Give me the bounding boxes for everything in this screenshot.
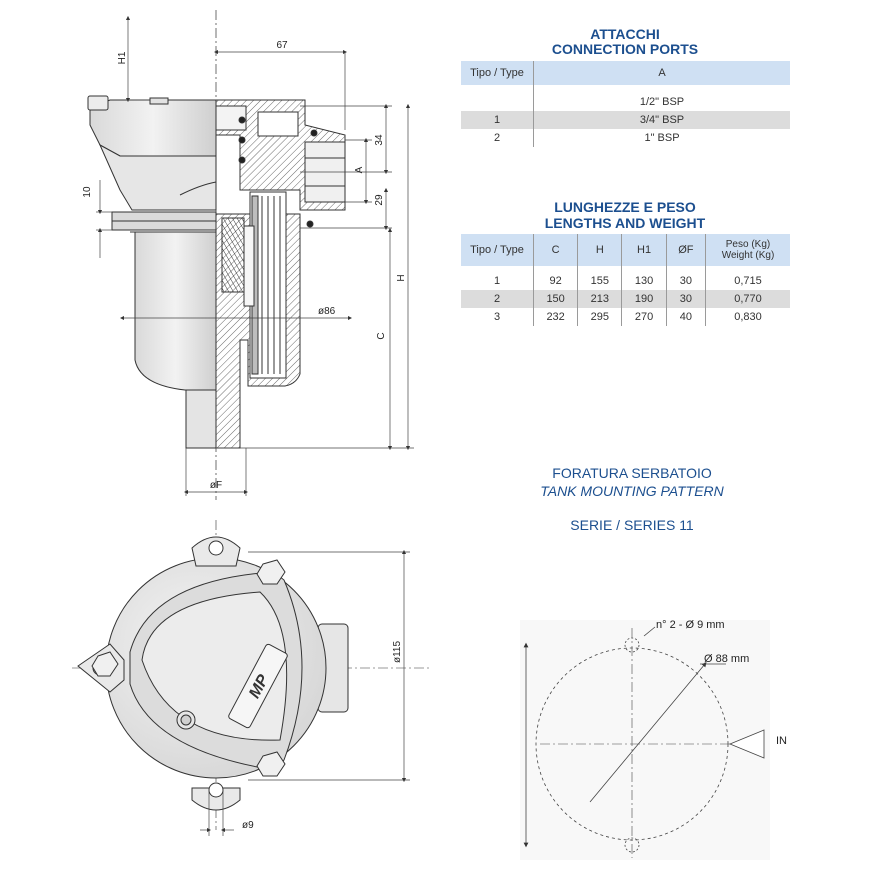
diameter-label: Ø 88 mm [704, 653, 749, 665]
weights-cell: 92 [532, 272, 578, 290]
table-row: 1 92 155 130 30 0,715 [461, 272, 790, 290]
weights-header-c: C [532, 234, 578, 266]
weights-cell: 3 [493, 311, 501, 323]
table-row: 1 3/4" BSP [461, 111, 790, 129]
ports-cell [461, 93, 534, 111]
connection-ports-table: Tipo / Type A 1/2" BSP 1 3/4" BSP 2 1" B… [461, 61, 790, 147]
dim-34-label: 34 [374, 134, 385, 146]
weights-cell: 0,830 [705, 308, 790, 326]
table-row: 2 1" BSP [461, 129, 790, 147]
weights-title-it: LUNGHEZZE E PESO [554, 199, 696, 215]
ports-cell: 3/4" BSP [533, 111, 790, 129]
hole-label: n° 2 - Ø 9 mm [656, 619, 725, 631]
weights-cell: 213 [577, 290, 622, 308]
dim-a-label: A [354, 166, 365, 173]
ports-cell: 1 [461, 111, 534, 129]
ports-cell: 1" BSP [533, 129, 790, 147]
weights-header-h1: H1 [621, 234, 667, 266]
weights-cell: 40 [665, 308, 706, 326]
side-view [87, 10, 346, 500]
ports-header-type: Tipo / Type [461, 61, 534, 85]
weights-header-peso: Peso (Kg) [725, 239, 771, 250]
weights-header-weight: Peso (Kg) Weight (Kg) [705, 234, 790, 266]
dim-f-label: øF [210, 480, 222, 491]
dim-115-label: ø115 [392, 641, 403, 663]
series-label: SERIE / SERIES 11 [570, 517, 694, 533]
dim-67-label: 67 [276, 40, 288, 51]
weights-cell: 30 [665, 272, 706, 290]
dim-9-label: ø9 [242, 820, 254, 831]
inlet-label: IN [776, 735, 787, 747]
table-row: 3 232 295 270 40 0,830 [461, 308, 790, 326]
mounting-title-it: FORATURA SERBATOIO [552, 465, 712, 481]
weights-cell: 232 [532, 308, 578, 326]
dim-86-label: ø86 [318, 306, 336, 317]
dim-h1-label: H1 [117, 51, 128, 64]
mounting-pattern [520, 620, 770, 860]
weights-cell: 130 [621, 272, 667, 290]
weights-cell: 1 [493, 275, 501, 287]
ports-cell: 1/2" BSP [533, 93, 790, 111]
side-view-dimensions [96, 15, 414, 496]
weights-cell: 30 [665, 290, 706, 308]
weights-header-h: H [577, 234, 622, 266]
mounting-title-en: TANK MOUNTING PATTERN [540, 483, 724, 499]
top-view: MP [72, 520, 430, 830]
weights-header-f: ØF [665, 234, 706, 266]
dim-h-label: H [396, 274, 407, 281]
weights-cell: 190 [621, 290, 667, 308]
table-row: 2 150 213 190 30 0,770 [461, 290, 790, 308]
top-view-dimensions [200, 549, 410, 836]
weights-title-en: LENGTHS AND WEIGHT [545, 215, 706, 231]
weights-header-type: Tipo / Type [461, 234, 534, 266]
ports-title-it: ATTACCHI [590, 26, 659, 42]
ports-title-en: CONNECTION PORTS [552, 41, 698, 57]
weights-cell: 155 [577, 272, 622, 290]
weights-cell: 295 [577, 308, 622, 326]
dim-10-label: 10 [82, 186, 93, 198]
side-view-labels: H1 67 34 A 29 10 H C ø86 øF [82, 40, 407, 491]
ports-cell: 2 [493, 132, 501, 144]
dim-29-label: 29 [374, 194, 385, 206]
weights-cell: 0,715 [705, 272, 790, 290]
ports-header-a: A [533, 61, 790, 85]
weights-cell: 150 [532, 290, 578, 308]
lengths-weight-table: Tipo / Type C H H1 ØF Peso (Kg) Weight (… [461, 234, 790, 326]
weights-header-weight-en: Weight (Kg) [721, 250, 775, 261]
weights-cell: 0,770 [705, 290, 790, 308]
dim-c-label: C [376, 332, 387, 339]
table-row: 1/2" BSP [461, 93, 790, 111]
weights-cell: 270 [621, 308, 667, 326]
weights-cell: 2 [461, 290, 534, 308]
